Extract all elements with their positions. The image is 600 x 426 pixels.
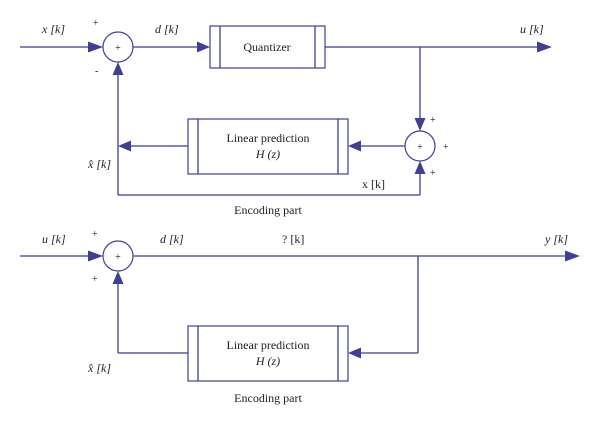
encoder-adder2-symbol: + (417, 142, 423, 153)
decoder-predictor-tf: H (z) (255, 354, 280, 368)
encoder-output-arrow (537, 41, 552, 53)
decoder-predictor-block: Linear prediction H (z) (187, 325, 349, 382)
decoder-adder-sign-top: + (92, 229, 98, 240)
encoder-predictor-tf: H (z) (255, 147, 280, 161)
decoder-output-label: y [k] (544, 232, 568, 246)
quantizer-label: Quantizer (243, 40, 290, 54)
decoder-adder-sign-bottom: + (92, 274, 98, 285)
encoder-estimate-label: x̂ [k] (87, 157, 111, 171)
encoder-predictor-block: Linear prediction H (z) (187, 118, 349, 175)
decoder-diagram: u [k] + + + d [k] ? [k] y [k] Linear pre… (20, 229, 580, 405)
decoder-estimate-label: x̂ [k] (87, 361, 111, 375)
encoder-branch-arrow (414, 118, 426, 131)
decoder-estimate-arrow (112, 271, 124, 284)
decoder-d-label: d [k] (160, 232, 184, 246)
encoder-adder-symbol: + (115, 43, 121, 54)
decoder-branch-to-predictor-arrow (348, 347, 361, 359)
encoder-predictor-out-arrow (118, 140, 131, 152)
encoder-predictor-title: Linear prediction (227, 131, 310, 145)
decoder-mid-label: ? [k] (282, 232, 304, 246)
encoder-adder2-sign-right: + (443, 142, 449, 153)
encoder-feedback-up-arrow (414, 161, 426, 174)
encoder-output-label: u [k] (520, 22, 544, 36)
decoder-output-arrow (565, 250, 580, 262)
decoder-input-arrow (88, 250, 103, 262)
quantizer-block: Quantizer (209, 25, 326, 69)
encoder-adder-sign-bottom: - (95, 66, 98, 77)
encoder-error-arrow (197, 41, 210, 53)
decoder-predictor-title: Linear prediction (227, 338, 310, 352)
encoder-input-arrow (88, 41, 103, 53)
encoder-feedback-label: x [k] (362, 177, 385, 191)
decoder-caption: Encoding part (234, 391, 302, 405)
encoder-adder2-sign-bottom: + (430, 168, 436, 179)
encoder-input-label: x [k] (41, 22, 65, 36)
encoder-estimate-arrow (112, 62, 124, 75)
encoder-adder2-to-predictor-arrow (348, 140, 361, 152)
encoder-adder2-sign-top: + (430, 115, 436, 126)
encoder-adder-sign-top: + (93, 18, 99, 29)
encoder-error-label: d [k] (155, 22, 179, 36)
encoder-diagram: x [k] + + - d [k] Quantizer u [k] + + + … (20, 18, 552, 217)
decoder-input-label: u [k] (42, 232, 66, 246)
encoder-caption: Encoding part (234, 203, 302, 217)
decoder-adder-symbol: + (115, 252, 121, 263)
